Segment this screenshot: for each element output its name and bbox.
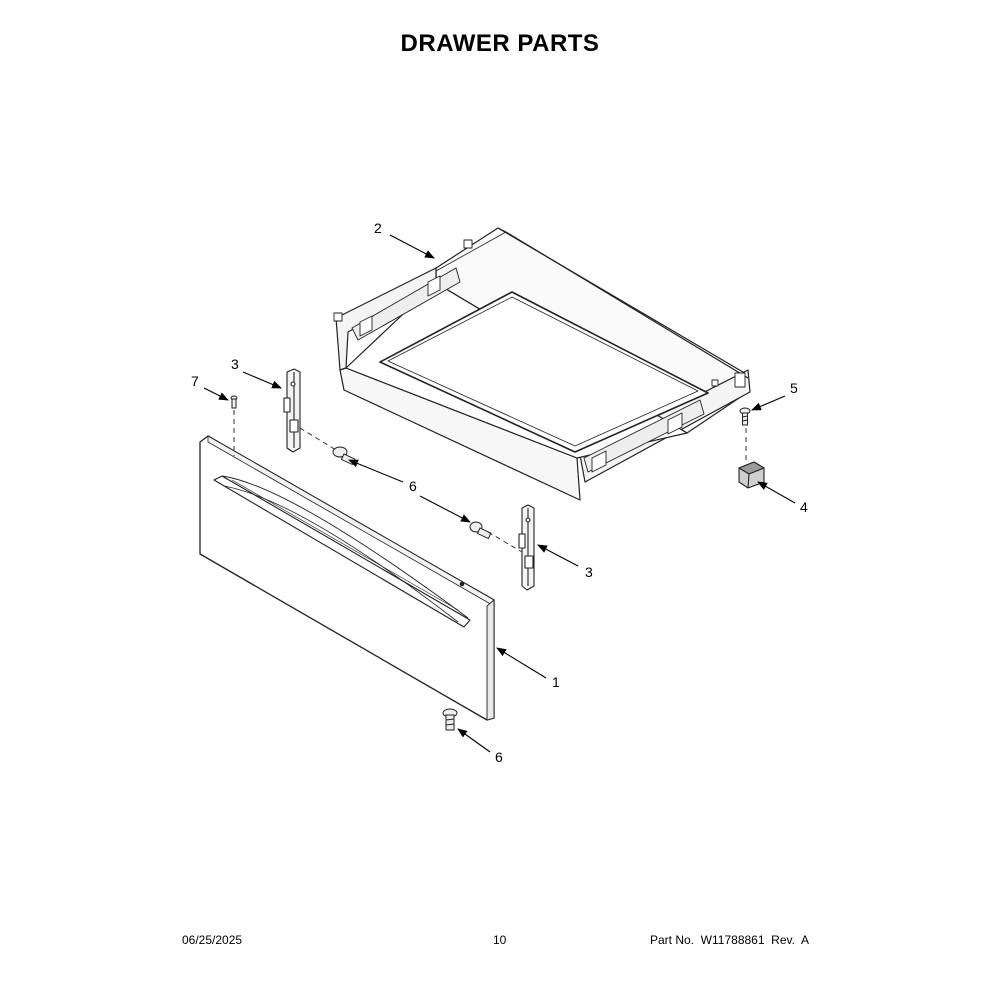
footer-date: 06/25/2025	[182, 933, 243, 947]
screw-6-middle	[469, 521, 492, 540]
callout-3-lower: 3	[585, 564, 593, 580]
page-title: DRAWER PARTS	[400, 30, 600, 57]
callout-3-upper: 3	[231, 356, 239, 372]
callout-6-lower: 6	[495, 749, 503, 765]
screw-6-upper	[332, 446, 356, 466]
callout-2: 2	[374, 220, 382, 236]
drawer-body	[333, 227, 751, 501]
assembly-guide-lines	[233, 410, 747, 553]
footer-part-number: Part No. W11788861 Rev. A	[650, 933, 809, 947]
callout-1: 1	[552, 674, 560, 690]
slide-stop	[738, 461, 765, 489]
callout-7: 7	[191, 373, 199, 389]
leader-arrows	[203, 234, 796, 753]
front-bracket-left	[283, 368, 301, 453]
front-bracket-right	[518, 504, 535, 591]
callout-4: 4	[800, 499, 808, 515]
callout-6-upper: 6	[409, 478, 417, 494]
screw-5	[739, 407, 751, 426]
footer-page-number: 10	[493, 933, 507, 947]
pin-7	[230, 395, 238, 409]
screw-6-lower	[442, 708, 458, 731]
drawer-front-panel	[199, 435, 495, 721]
callout-5: 5	[790, 380, 798, 396]
